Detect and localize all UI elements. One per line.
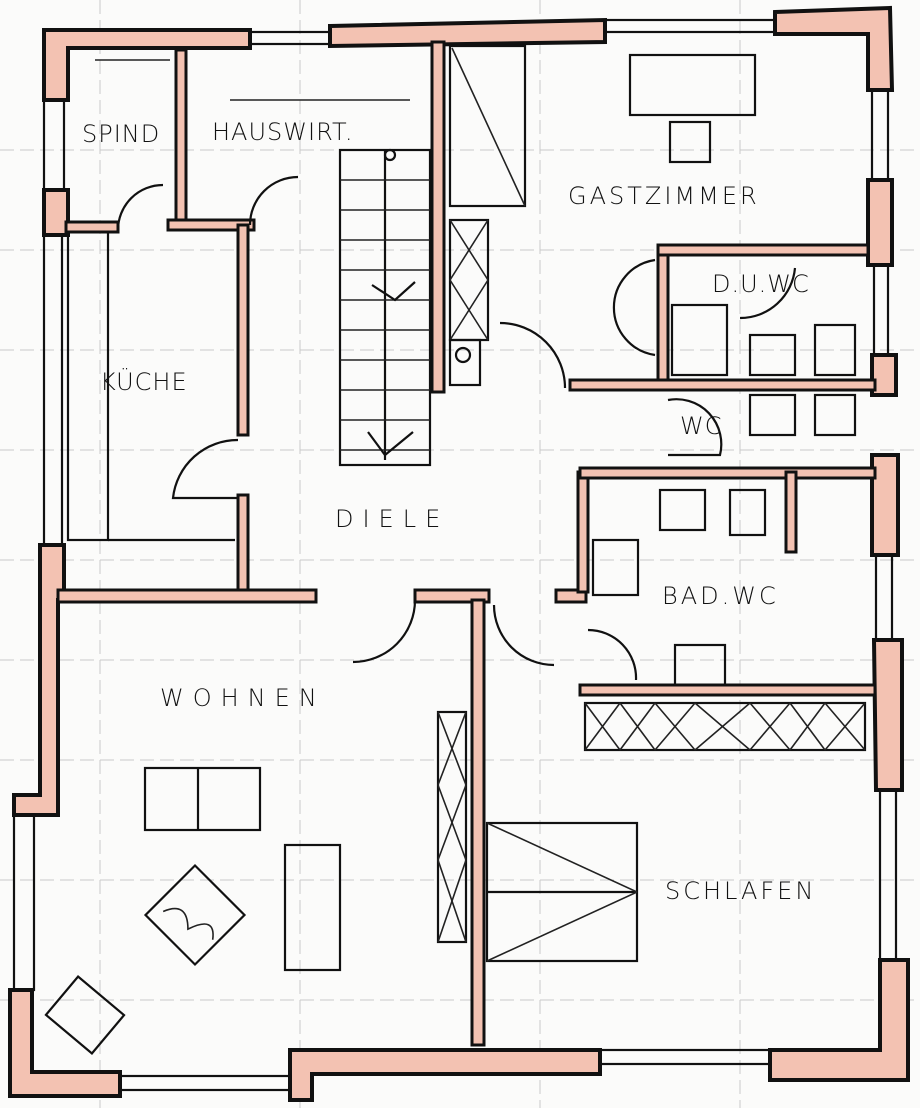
room-label-du-wc: D.U.WC: [712, 270, 810, 298]
room-label-diele: DIELE: [335, 505, 450, 533]
interior-walls: [56, 40, 877, 1047]
room-label-wohnen: WOHNEN: [160, 684, 326, 712]
room-label-kueche: KÜCHE: [100, 368, 188, 396]
staircase: [338, 148, 432, 467]
room-label-bad-wc: BAD.WC: [662, 582, 779, 610]
room-label-hauswirt: HAUSWIRT.: [212, 118, 354, 146]
exterior-walls: [8, 5, 910, 1102]
room-label-schlafen: SCHLAFEN: [665, 877, 817, 905]
windows: [12, 18, 898, 1092]
furniture: [44, 44, 867, 1055]
doors: [116, 175, 797, 681]
room-label-spind: SPIND: [82, 120, 161, 148]
room-label-wc: WC: [680, 412, 723, 440]
room-label-gastzimmer: GASTZIMMER: [568, 182, 760, 210]
